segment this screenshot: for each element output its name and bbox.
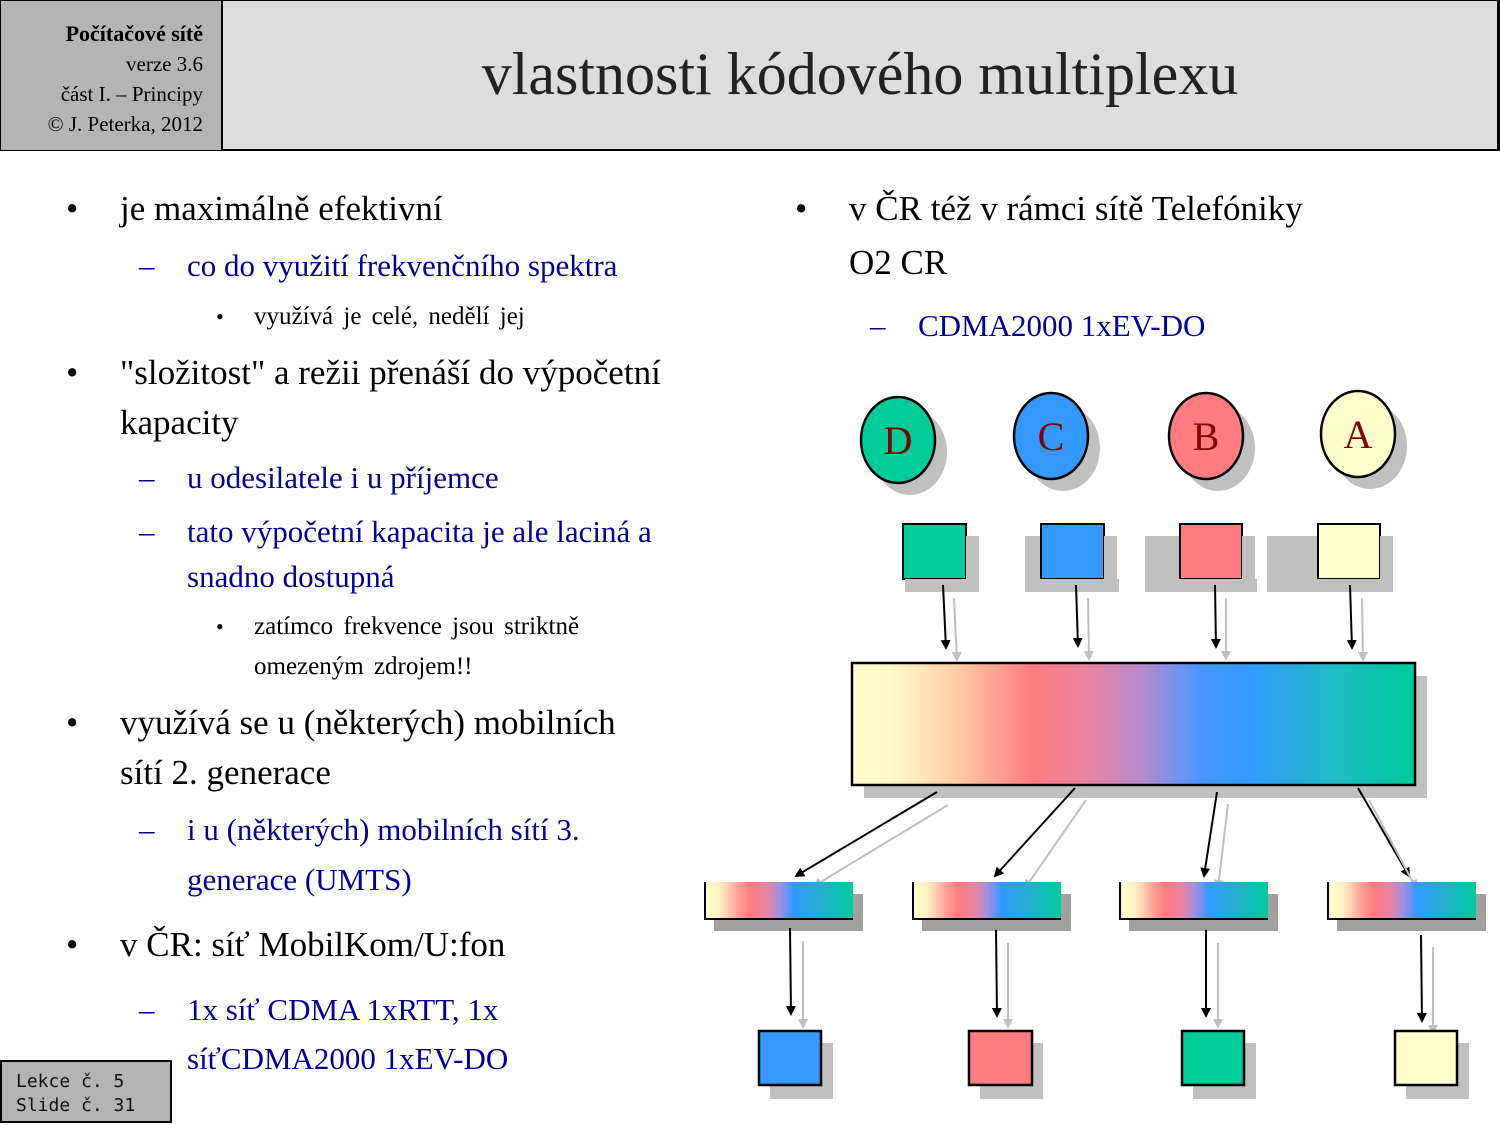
bullet-dot-icon: •	[66, 189, 79, 228]
course-info-panel: Počítačové sítě verze 3.6 část I. – Prin…	[0, 0, 223, 151]
demultiplex-arrows	[794, 787, 1417, 890]
bullet-dot-icon: •	[216, 304, 224, 329]
bullet-dot-icon: •	[216, 614, 224, 639]
sender-d-label: D	[884, 418, 913, 463]
slide-footer: Lekce č. 5 Slide č. 31	[0, 1060, 172, 1123]
sender-a-circle	[1319, 389, 1397, 479]
sender-circles: D C B A	[859, 389, 1407, 495]
sender-c-label: C	[1038, 414, 1065, 459]
sender-a-label: A	[1344, 412, 1373, 457]
multiplex-arrows	[940, 584, 1368, 662]
sender-c-circle	[1012, 391, 1090, 481]
receiver-decoders	[704, 882, 1486, 931]
version: verze 3.6	[126, 52, 203, 76]
receiver-signals	[757, 1029, 1469, 1099]
bullet-dash-icon: –	[139, 248, 155, 283]
sender-d-circle	[859, 395, 937, 485]
bullet-dot-icon: •	[66, 925, 79, 964]
bullet-dash-icon: –	[139, 514, 155, 549]
slide-title: vlastnosti kódového multiplexu	[481, 41, 1239, 107]
bullet-dash-icon: –	[139, 812, 155, 847]
sender-b-label: B	[1193, 414, 1220, 459]
bullet-dot-icon: •	[66, 703, 79, 742]
bullet-dash-icon: –	[139, 460, 155, 495]
bullet-dash-icon: –	[139, 992, 155, 1027]
part: část I. – Principy	[60, 82, 203, 106]
slide-number: Slide č. 31	[16, 1095, 136, 1116]
course-name: Počítačové sítě	[65, 21, 203, 46]
receiver-arrows	[785, 927, 1438, 1035]
combined-signal-block	[850, 661, 1417, 787]
bullet-dot-icon: •	[66, 353, 79, 392]
lecture-number: Lekce č. 5	[16, 1071, 125, 1092]
copyright: © J. Peterka, 2012	[47, 112, 203, 136]
bullet-dash-icon: –	[870, 308, 886, 343]
slide-header: Počítačové sítě verze 3.6 část I. – Prin…	[0, 0, 1500, 151]
sender-b-circle	[1167, 391, 1245, 481]
title-panel: vlastnosti kódového multiplexu	[223, 0, 1500, 151]
bullet-dot-icon: •	[795, 189, 808, 228]
